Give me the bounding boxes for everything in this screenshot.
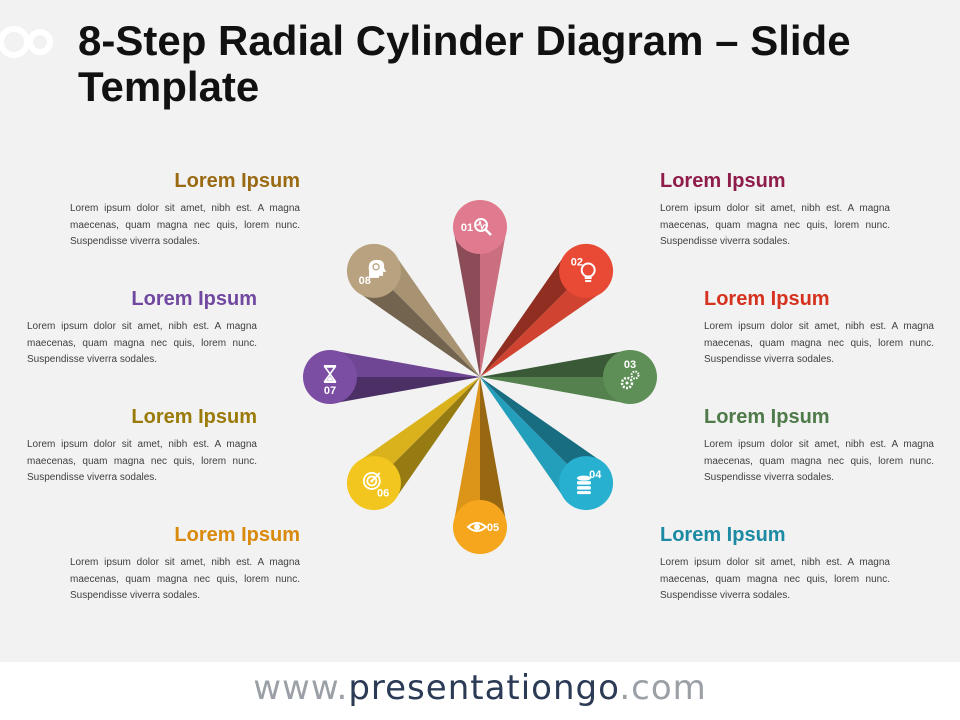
cylinder-08: 08 — [346, 243, 480, 377]
text-block-04: Lorem Ipsum Lorem ipsum dolor sit amet, … — [660, 524, 890, 605]
cylinder-side-dark-04 — [480, 377, 606, 484]
logo-mark — [0, 26, 53, 58]
footer: www.presentationgo.com — [0, 662, 960, 720]
cylinder-side-light-03 — [480, 377, 630, 404]
footer-url[interactable]: www.presentationgo.com — [0, 668, 960, 708]
description-07: Lorem ipsum dolor sit amet, nibh est. A … — [27, 321, 257, 365]
cylinder-side-light-04 — [480, 377, 587, 503]
cylinder-03: 03 — [480, 350, 657, 404]
page-title: 8-Step Radial Cylinder Diagram – Slide T… — [78, 17, 851, 110]
cylinder-05: 05 — [453, 377, 507, 554]
cylinder-side-light-08 — [373, 251, 480, 377]
description-05: Lorem ipsum dolor sit amet, nibh est. A … — [70, 557, 300, 601]
cylinder-side-light-07 — [330, 350, 480, 377]
search-icon — [474, 218, 492, 236]
head-idea-icon — [368, 259, 387, 278]
text-block-06: Lorem Ipsum Lorem ipsum dolor sit amet, … — [27, 406, 257, 487]
database-icon — [576, 475, 591, 495]
text-block-03: Lorem Ipsum Lorem ipsum dolor sit amet, … — [704, 406, 934, 487]
step-number-06: 06 — [377, 487, 389, 499]
gears-icon — [620, 370, 640, 390]
cylinder-04: 04 — [480, 377, 614, 511]
cylinder-side-dark-05 — [480, 377, 507, 527]
cylinder-cap-03 — [603, 350, 657, 404]
cylinder-cap-01 — [453, 200, 507, 254]
cylinder-cap-06 — [346, 456, 401, 511]
url-brand: presentationgo — [348, 668, 620, 708]
step-number-01: 01 — [461, 222, 473, 234]
target-icon — [362, 472, 381, 490]
cylinder-side-light-01 — [480, 227, 507, 377]
description-02: Lorem ipsum dolor sit amet, nibh est. A … — [704, 321, 934, 365]
cylinder-06: 06 — [346, 377, 480, 511]
step-number-05: 05 — [487, 522, 499, 534]
description-08: Lorem ipsum dolor sit amet, nibh est. A … — [70, 203, 300, 247]
heading-04: Lorem Ipsum — [660, 524, 786, 546]
cylinder-side-light-06 — [354, 377, 480, 484]
cylinder-side-dark-08 — [354, 270, 480, 377]
hourglass-icon — [323, 365, 337, 383]
cylinder-cap-02 — [559, 243, 614, 298]
cylinder-side-light-02 — [480, 270, 606, 377]
cylinder-side-dark-01 — [453, 227, 480, 377]
step-number-03: 03 — [624, 359, 636, 371]
cylinder-07: 07 — [303, 350, 480, 404]
description-06: Lorem ipsum dolor sit amet, nibh est. A … — [27, 439, 257, 483]
heading-01: Lorem Ipsum — [660, 170, 786, 192]
cylinder-01: 01 — [453, 200, 507, 377]
description-04: Lorem ipsum dolor sit amet, nibh est. A … — [660, 557, 890, 601]
url-suffix: .com — [619, 668, 707, 708]
lightbulb-icon — [580, 262, 596, 283]
radial-cylinder-diagram: 05 04 06 07 03 08 02 01 — [303, 200, 657, 554]
step-number-07: 07 — [324, 385, 336, 397]
cylinder-side-light-05 — [453, 377, 480, 527]
cylinder-02: 02 — [480, 243, 614, 377]
url-prefix: www. — [253, 668, 349, 708]
heading-07: Lorem Ipsum — [131, 288, 257, 310]
heading-02: Lorem Ipsum — [704, 288, 830, 310]
cylinder-side-dark-02 — [480, 251, 587, 377]
cylinder-side-dark-06 — [373, 377, 480, 503]
heading-03: Lorem Ipsum — [704, 406, 830, 428]
cylinder-side-dark-07 — [330, 377, 480, 404]
heading-08: Lorem Ipsum — [174, 170, 300, 192]
heading-06: Lorem Ipsum — [131, 406, 257, 428]
text-block-05: Lorem Ipsum Lorem ipsum dolor sit amet, … — [70, 524, 300, 605]
text-block-02: Lorem Ipsum Lorem ipsum dolor sit amet, … — [704, 288, 934, 369]
heading-05: Lorem Ipsum — [174, 524, 300, 546]
text-block-01: Lorem Ipsum Lorem ipsum dolor sit amet, … — [660, 170, 890, 251]
description-03: Lorem ipsum dolor sit amet, nibh est. A … — [704, 439, 934, 483]
text-block-07: Lorem Ipsum Lorem ipsum dolor sit amet, … — [27, 288, 257, 369]
step-number-02: 02 — [571, 257, 583, 269]
step-number-08: 08 — [359, 275, 371, 287]
eye-icon — [466, 522, 488, 532]
text-block-08: Lorem Ipsum Lorem ipsum dolor sit amet, … — [70, 170, 300, 251]
description-01: Lorem ipsum dolor sit amet, nibh est. A … — [660, 203, 890, 247]
step-number-04: 04 — [589, 469, 602, 481]
cylinder-side-dark-03 — [480, 350, 630, 377]
